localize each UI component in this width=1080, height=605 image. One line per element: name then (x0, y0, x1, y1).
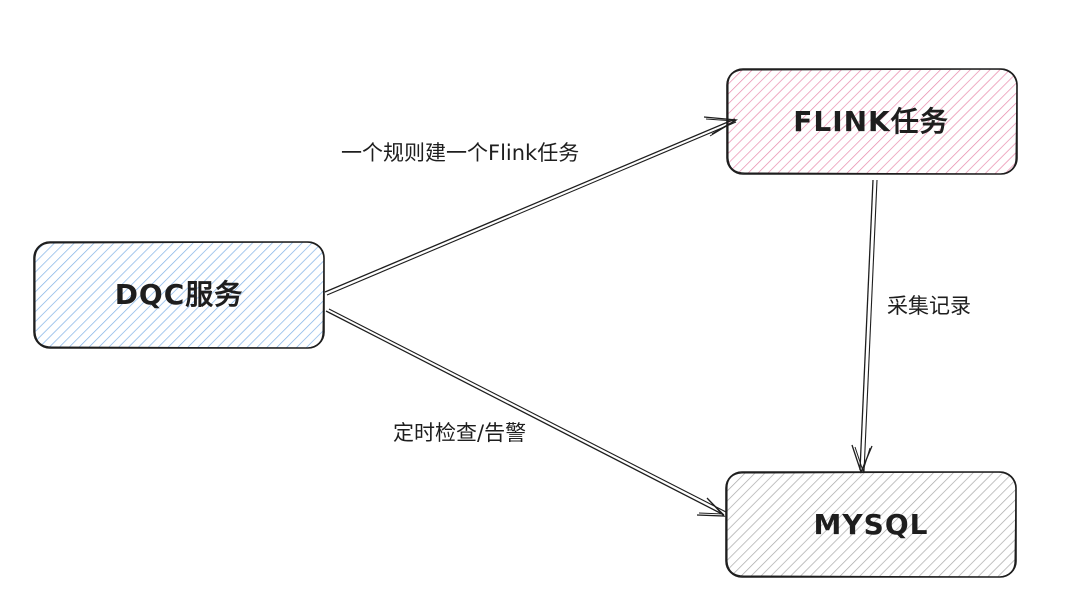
mysql-label: MYSQL (814, 508, 929, 541)
flink-task-label: FLINK任务 (793, 105, 949, 138)
mysql-node: MYSQL (725, 471, 1017, 578)
edge-dqc-to-flink (324, 116, 739, 296)
edge-label-dqc-to-flink: 一个规则建一个Flink任务 (341, 141, 579, 165)
edge-label-flink-to-mysql: 采集记录 (887, 294, 971, 318)
flink-task-node: FLINK任务 (726, 68, 1018, 175)
edge-dqc-to-mysql (325, 308, 727, 517)
edge-label-dqc-to-mysql: 定时检查/告警 (393, 421, 526, 445)
edge-flink-to-mysql (851, 179, 878, 474)
dqc-service-node: DQC服务 (33, 241, 325, 349)
dqc-service-label: DQC服务 (115, 278, 244, 311)
